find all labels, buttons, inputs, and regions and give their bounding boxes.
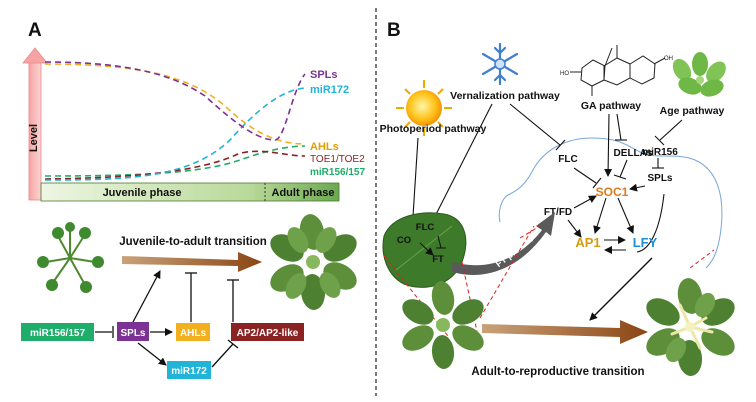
level-axis: [22, 47, 48, 201]
node-mir172: miR172: [171, 366, 207, 377]
node-lfy: LFY: [633, 235, 658, 250]
curve-ahls: [44, 63, 306, 145]
node-mir156: miR156/157: [30, 328, 85, 339]
panel-b-label: B: [387, 20, 401, 41]
leaf-edges: [419, 235, 446, 256]
juvenile-phase-label: Juvenile phase: [103, 187, 182, 199]
snowflake-icon: [481, 42, 519, 86]
shoot-apex-outline: [498, 137, 723, 269]
vernalization-label: Vernalization pathway: [450, 90, 560, 102]
node-soc1: SOC1: [596, 185, 629, 199]
sun-icon: [396, 80, 452, 136]
level-axis-label: Level: [28, 124, 40, 152]
curve-label-ahls: AHLs: [310, 141, 339, 153]
adult-rosette-image: [270, 214, 357, 310]
curve-label-spls: SPLs: [310, 69, 338, 81]
node-spls: SPLs: [120, 328, 145, 339]
curve-label-mir156: miR156/157: [310, 167, 365, 178]
leaf: [382, 212, 467, 288]
adult-phase-label: Adult phase: [272, 187, 335, 199]
node-ap1: AP1: [575, 235, 600, 250]
node-dellas: DELLAs: [614, 148, 653, 159]
adult-rosette-b-image: [402, 281, 484, 369]
ft-protein-arrow: [452, 212, 555, 275]
network-nodes: miR156/157 SPLs AHLs AP2/AP2-like miR172: [21, 322, 304, 379]
leaf-co: CO: [397, 235, 411, 246]
curve-spls: [44, 61, 306, 141]
adult-reproductive-arrow: [482, 320, 648, 344]
ga-molecule-oh-left: HO: [560, 71, 569, 77]
curve-mir156: [44, 145, 306, 177]
node-flc: FLC: [558, 154, 577, 165]
ga-molecule-icon: [570, 45, 666, 96]
leaf-ft: FT: [432, 254, 444, 265]
curve-toe: [44, 150, 306, 180]
curve-label-toe: TOE1/TOE2: [310, 154, 365, 165]
juvenile-seedling-image: [37, 222, 104, 293]
panel-a-label: A: [28, 20, 42, 41]
adult-reproductive-transition-label: Adult-to-reproductive transition: [471, 366, 644, 378]
curve-label-mir172: miR172: [310, 84, 349, 96]
node-ftfd: FT/FD: [544, 207, 572, 218]
juvenile-adult-arrow: [122, 252, 262, 272]
ga-pathway-label: GA pathway: [581, 100, 641, 112]
node-ahls: AHLs: [180, 328, 207, 339]
flowering-plant-image: [646, 278, 735, 376]
age-pathway-label: Age pathway: [660, 105, 725, 117]
juvenile-adult-transition-label: Juvenile-to-adult transition: [119, 236, 267, 248]
node-mir156-b: miR156: [642, 147, 678, 158]
network-edges: [95, 270, 239, 368]
node-spls-b: SPLs: [647, 173, 672, 184]
curve-mir172: [44, 87, 306, 181]
leaf-flc: FLC: [416, 222, 435, 233]
age-seedling-icon: [672, 52, 726, 97]
photoperiod-label: Photoperiod pathway: [380, 123, 487, 135]
expression-curves: [44, 61, 306, 181]
ga-molecule-oh-right: OH: [664, 56, 673, 62]
node-ap2: AP2/AP2-like: [237, 328, 299, 339]
